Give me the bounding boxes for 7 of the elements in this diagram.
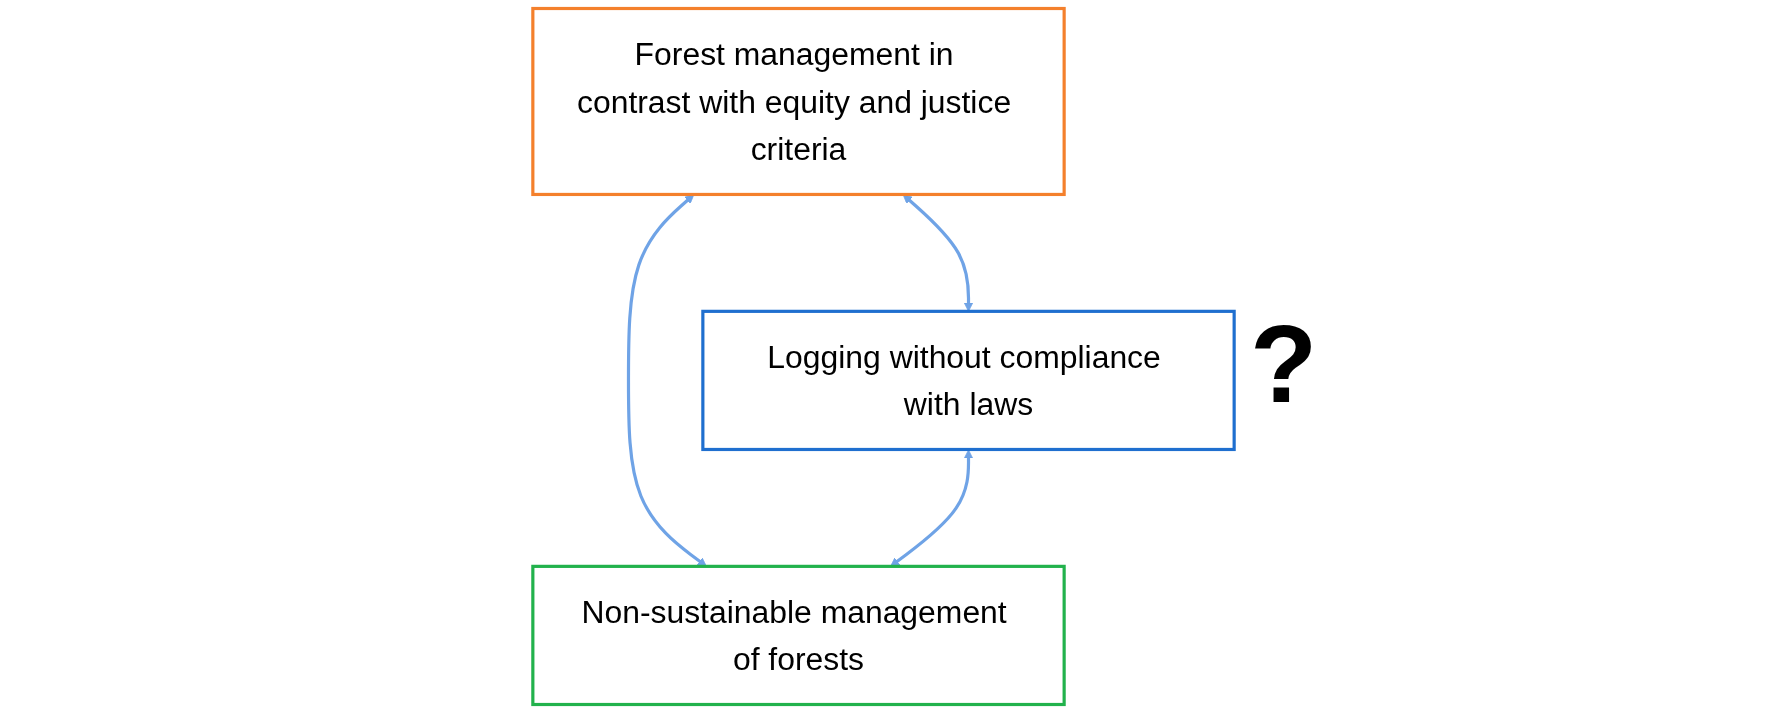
arrow bbox=[626, 194, 707, 567]
node-box: Logging without compliance with laws bbox=[701, 309, 1236, 452]
node-box: Non-sustainable management of forests bbox=[531, 564, 1066, 707]
question-mark-label: ? bbox=[1250, 301, 1318, 427]
node-box: Forest management in contrast with equity and justice criteria bbox=[531, 6, 1066, 197]
arrow bbox=[890, 449, 974, 567]
arrow bbox=[902, 194, 974, 312]
